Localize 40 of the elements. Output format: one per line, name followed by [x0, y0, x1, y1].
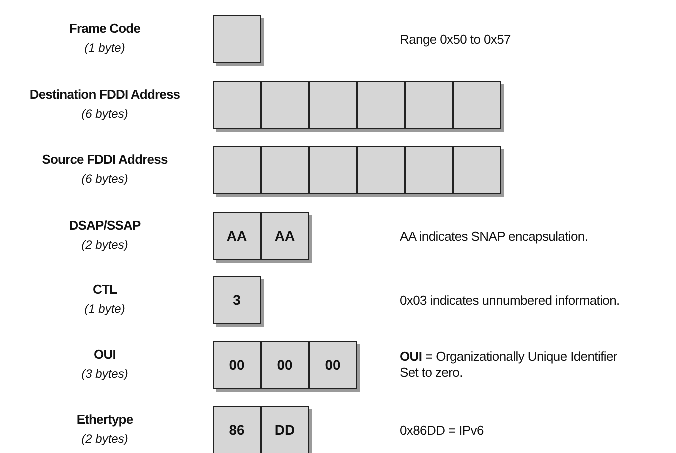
byte-cell [309, 81, 357, 129]
field-name: CTL [92, 282, 118, 297]
byte-cell: AA [213, 212, 261, 260]
field-note: 0x86DD = IPv6 [400, 423, 484, 438]
byte-cell [309, 146, 357, 194]
byte-cell [405, 146, 453, 194]
byte-cell: 00 [309, 341, 357, 389]
byte-cell [357, 146, 405, 194]
field-note: AA indicates SNAP encapsulation. [400, 229, 588, 244]
byte-cell [213, 146, 261, 194]
field-name: Destination FDDI Address [28, 87, 182, 102]
field-note: Range 0x50 to 0x57 [400, 32, 511, 47]
field-size: (3 bytes) [80, 367, 130, 381]
byte-cell: DD [261, 406, 309, 453]
byte-cell [261, 146, 309, 194]
field-name: OUI [93, 347, 117, 362]
field-name: Source FDDI Address [41, 152, 169, 167]
byte-cell: 3 [213, 276, 261, 324]
field-note: OUI = Organizationally Unique Identifier Set to zero. [400, 349, 618, 381]
field-name: Ethertype [76, 412, 134, 427]
field-note: 0x03 indicates unnumbered information. [400, 293, 620, 308]
field-size: (1 byte) [84, 302, 126, 316]
field-size: (1 byte) [84, 41, 126, 55]
byte-cell [213, 81, 261, 129]
byte-cell: 00 [213, 341, 261, 389]
byte-cell: AA [261, 212, 309, 260]
byte-cell [453, 81, 501, 129]
field-name: DSAP/SSAP [68, 218, 142, 233]
field-name: Frame Code [68, 21, 142, 36]
byte-cell: 00 [261, 341, 309, 389]
field-size: (6 bytes) [80, 107, 130, 121]
field-size: (2 bytes) [80, 432, 130, 446]
byte-cell [453, 146, 501, 194]
byte-cell [261, 81, 309, 129]
byte-cell [213, 15, 261, 63]
byte-cell: 86 [213, 406, 261, 453]
field-size: (6 bytes) [80, 172, 130, 186]
byte-cell [357, 81, 405, 129]
byte-cell [405, 81, 453, 129]
field-size: (2 bytes) [80, 238, 130, 252]
